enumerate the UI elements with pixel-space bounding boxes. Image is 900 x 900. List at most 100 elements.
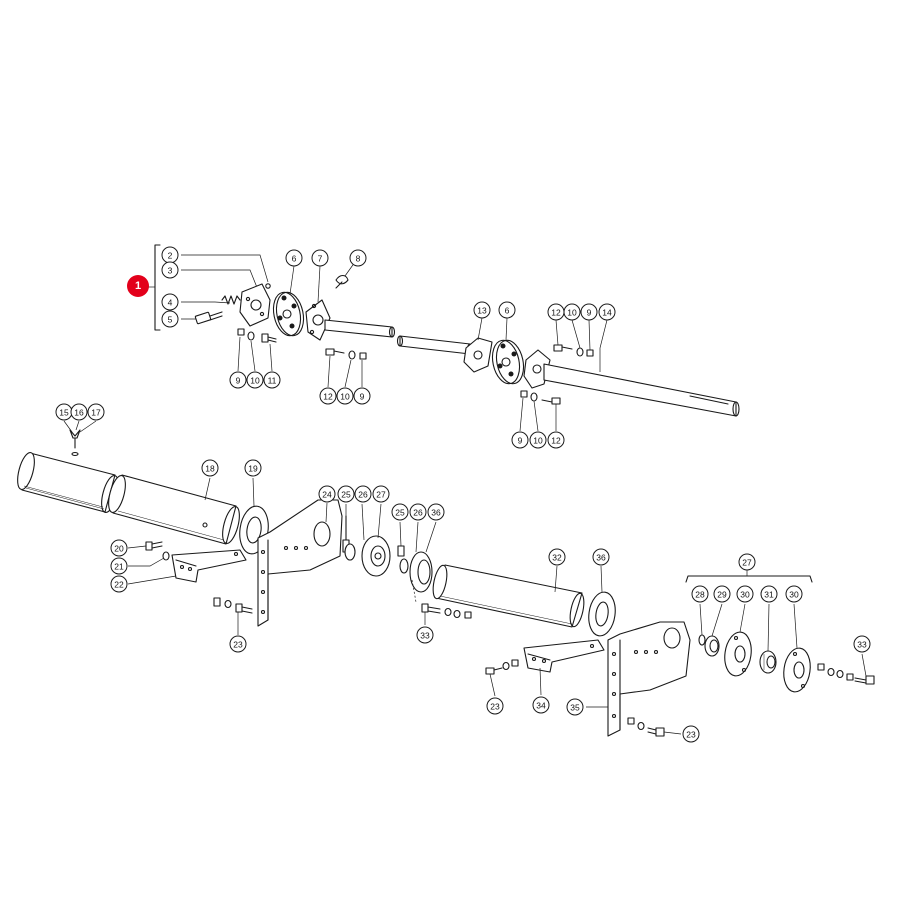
bearing-flange-right — [397, 545, 433, 593]
callout-c25a[interactable]: 25 — [337, 485, 355, 503]
callout-c5[interactable]: 5 — [161, 310, 179, 328]
callout-c11[interactable]: 11 — [263, 371, 281, 389]
callout-circle — [738, 553, 756, 571]
callout-label: 7 — [318, 254, 323, 264]
callout-circle — [691, 585, 709, 603]
callout-c10b[interactable]: 10 — [336, 387, 354, 405]
assembly-1-marker[interactable]: 1 — [127, 275, 149, 297]
callout-label: 27 — [376, 490, 386, 500]
callout-label: 10 — [533, 436, 543, 446]
callout-c9d[interactable]: 9 — [511, 431, 529, 449]
callout-c23b[interactable]: 23 — [486, 697, 504, 715]
left-tube-assembly — [17, 420, 472, 635]
callout-c17[interactable]: 17 — [87, 403, 105, 421]
callout-c27a[interactable]: 27 — [372, 485, 390, 503]
callout-c26a[interactable]: 26 — [354, 485, 372, 503]
grease-nipple — [265, 283, 271, 289]
callout-label: 24 — [322, 490, 332, 500]
coupling-hub — [239, 283, 271, 327]
group-bracket — [154, 244, 161, 331]
callout-circle — [416, 626, 434, 644]
callout-c28[interactable]: 28 — [691, 585, 709, 603]
callout-c24[interactable]: 24 — [318, 485, 336, 503]
callout-c8[interactable]: 8 — [349, 249, 367, 267]
callout-circle — [353, 387, 371, 405]
callout-label: 26 — [413, 508, 423, 518]
callout-label: 28 — [695, 590, 705, 600]
callout-circle — [229, 371, 247, 389]
callout-c14[interactable]: 14 — [598, 303, 616, 321]
callout-circle — [391, 503, 409, 521]
callout-c12b[interactable]: 12 — [547, 431, 565, 449]
callout-label: 9 — [518, 436, 523, 446]
callout-c29[interactable]: 29 — [713, 585, 731, 603]
callout-c10d[interactable]: 10 — [529, 431, 547, 449]
callout-c22[interactable]: 22 — [110, 575, 128, 593]
callout-c33a[interactable]: 33 — [416, 626, 434, 644]
callout-label: 9 — [360, 392, 365, 402]
callout-c9a[interactable]: 9 — [229, 371, 247, 389]
bearing-insert-29 — [704, 635, 720, 657]
callout-c18[interactable]: 18 — [201, 459, 219, 477]
callout-c2[interactable]: 2 — [161, 246, 179, 264]
callout-c4[interactable]: 4 — [161, 293, 179, 311]
callout-label: 34 — [536, 701, 546, 711]
callout-c16[interactable]: 16 — [70, 403, 88, 421]
mounting-plate-left — [257, 499, 343, 627]
callout-circle — [201, 459, 219, 477]
callout-label: 17 — [91, 408, 101, 418]
callout-c7[interactable]: 7 — [311, 249, 329, 267]
callout-c10a[interactable]: 10 — [246, 371, 264, 389]
callout-c31[interactable]: 31 — [760, 585, 778, 603]
callout-c6b[interactable]: 6 — [498, 301, 516, 319]
callout-c15[interactable]: 15 — [55, 403, 73, 421]
callout-circle — [161, 293, 179, 311]
callout-c19[interactable]: 19 — [244, 459, 262, 477]
callout-label: 9 — [236, 376, 241, 386]
callout-c23c[interactable]: 23 — [682, 725, 700, 743]
callout-c36b[interactable]: 36 — [592, 548, 610, 566]
callout-circle — [736, 585, 754, 603]
bolt-and-washer — [145, 541, 170, 561]
callout-label: 8 — [356, 254, 361, 264]
inner-tube — [108, 474, 240, 545]
callout-c25b[interactable]: 25 — [391, 503, 409, 521]
callout-c35[interactable]: 35 — [566, 698, 584, 716]
callout-c33b[interactable]: 33 — [853, 635, 871, 653]
bearing-washer-28 — [698, 634, 706, 646]
callout-c32[interactable]: 32 — [548, 548, 566, 566]
callout-c26b[interactable]: 26 — [409, 503, 427, 521]
callout-c21[interactable]: 21 — [110, 557, 128, 575]
callout-c12a[interactable]: 12 — [319, 387, 337, 405]
callout-c3[interactable]: 3 — [161, 261, 179, 279]
callout-circle — [853, 635, 871, 653]
callout-c36a[interactable]: 36 — [427, 503, 445, 521]
callout-c27b[interactable]: 27 — [738, 553, 756, 571]
callout-circle — [349, 249, 367, 267]
callout-circle — [285, 249, 303, 267]
callout-c10c[interactable]: 10 — [563, 303, 581, 321]
callout-label: 25 — [341, 490, 351, 500]
middle-flange — [463, 337, 493, 373]
callout-label: 30 — [740, 590, 750, 600]
callout-c9c[interactable]: 9 — [580, 303, 598, 321]
callout-c23a[interactable]: 23 — [229, 635, 247, 653]
callout-c12c[interactable]: 12 — [547, 303, 565, 321]
drive-shaft-assembly — [145, 244, 740, 432]
callout-label: 14 — [602, 308, 612, 318]
bearing-flange-30a — [724, 631, 752, 677]
callout-label: 25 — [395, 508, 405, 518]
callout-c13[interactable]: 13 — [473, 301, 491, 319]
callout-circle — [246, 371, 264, 389]
bearing-flange-left — [342, 515, 391, 577]
callout-circle — [409, 503, 427, 521]
callout-label: 10 — [567, 308, 577, 318]
callout-circle — [713, 585, 731, 603]
callout-c34[interactable]: 34 — [532, 696, 550, 714]
callout-c9b[interactable]: 9 — [353, 387, 371, 405]
callout-c30b[interactable]: 30 — [785, 585, 803, 603]
callout-c30a[interactable]: 30 — [736, 585, 754, 603]
callout-c6a[interactable]: 6 — [285, 249, 303, 267]
callout-circle — [785, 585, 803, 603]
callout-c20[interactable]: 20 — [110, 539, 128, 557]
